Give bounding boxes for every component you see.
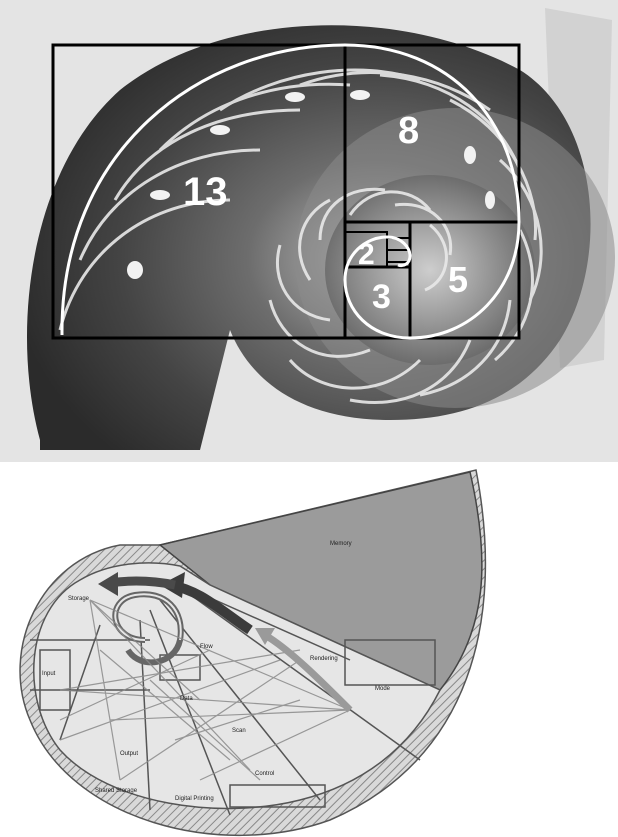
fib-label-13: 13	[183, 170, 228, 214]
label-scan: Scan	[232, 728, 246, 734]
label-input: Input	[42, 671, 56, 677]
label-memory: Memory	[330, 541, 352, 547]
label-digital-printing: Digital Printing	[175, 796, 214, 802]
nautilus-photo-panel: 13 8 2 3 5	[0, 0, 618, 462]
label-rendering: Rendering	[310, 656, 338, 662]
fib-label-8: 8	[398, 110, 419, 152]
fib-label-3: 3	[372, 278, 391, 316]
label-flow: Flow	[200, 644, 213, 650]
label-output: Output	[120, 751, 138, 757]
label-storage: Storage	[68, 596, 90, 602]
nautilus-photo: 13 8 2 3 5	[0, 0, 618, 462]
label-shared-storage: Shared Storage	[95, 788, 138, 794]
label-data: Data	[180, 696, 193, 702]
fib-label-5: 5	[448, 259, 468, 300]
label-mode: Mode	[375, 686, 391, 692]
label-control: Control	[255, 771, 274, 777]
spiral-diagram: Memory Storage Rendering Mode Flow Scan …	[0, 462, 618, 837]
spiral-diagram-panel: Memory Storage Rendering Mode Flow Scan …	[0, 462, 618, 837]
fib-label-2: 2	[358, 238, 375, 271]
